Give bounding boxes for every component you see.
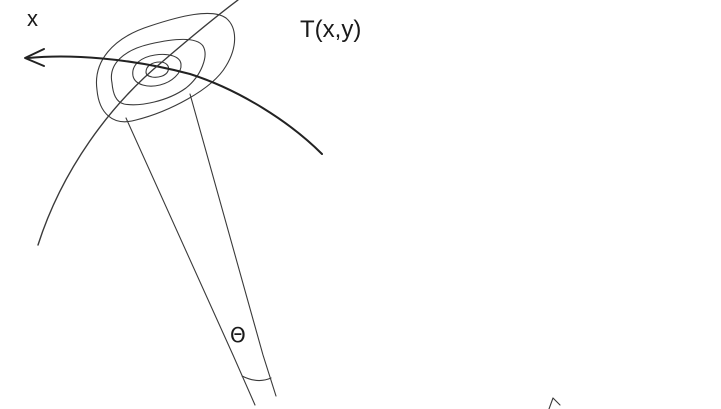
x-axis-label: x [27, 6, 38, 31]
corner-tick [548, 397, 561, 409]
x-axis-arrowhead [24, 48, 45, 67]
beam-line-left [125, 117, 256, 406]
beam-line-right [189, 93, 277, 397]
contour-core [145, 61, 170, 78]
crossing-curve [37, 0, 239, 246]
contour-middle [110, 38, 206, 106]
field-label: T(x,y) [300, 16, 362, 43]
x-axis-curve [27, 55, 323, 155]
theta-arc [241, 375, 272, 381]
contour-inner [132, 53, 182, 87]
theta-label: Θ [230, 323, 246, 347]
contour-outer [95, 12, 236, 123]
